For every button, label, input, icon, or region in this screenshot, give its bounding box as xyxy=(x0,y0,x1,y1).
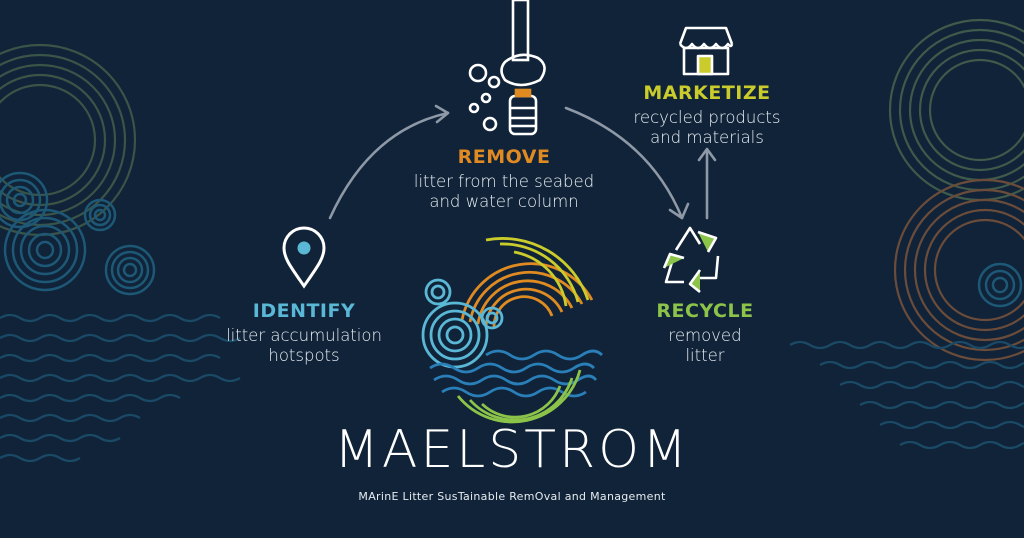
left-waves-decoration xyxy=(0,313,241,463)
arrow-remove-to-recycle-head xyxy=(668,202,690,220)
step-remove: REMOVE litter from the seabed and water … xyxy=(388,146,620,212)
maelstrom-logo xyxy=(421,237,603,424)
step-identify-line-2: hotspots xyxy=(268,346,340,365)
arrow-remove-to-recycle xyxy=(564,106,684,220)
left-spiral-decoration xyxy=(0,171,156,296)
step-recycle-line-1: removed xyxy=(668,326,742,345)
arrow-recycle-to-marketize-head xyxy=(697,147,717,162)
recycle-icon xyxy=(662,226,720,294)
flow-arrows xyxy=(328,104,717,220)
step-remove-line-2: and water column xyxy=(429,192,579,211)
step-remove-line-1: litter from the seabed xyxy=(413,172,595,191)
underwater-pickup-icon xyxy=(468,0,546,136)
arrow-identify-to-remove xyxy=(328,111,450,220)
brand-name: MAELSTROM xyxy=(334,420,690,480)
right-spiral-decoration xyxy=(977,262,1023,308)
step-recycle-title: RECYCLE xyxy=(656,300,754,322)
right-waves-decoration xyxy=(789,340,1024,450)
right-arcs-decoration xyxy=(888,18,1024,202)
right-orange-arcs-decoration xyxy=(893,178,1024,362)
step-identify-title: IDENTIFY xyxy=(252,300,356,322)
step-identify-line-1: litter accumulation xyxy=(226,326,382,345)
step-marketize-title: MARKETIZE xyxy=(643,82,771,104)
step-marketize-line-2: and materials xyxy=(650,128,764,147)
brand-tagline: MArinE Litter SusTainable RemOval and Ma… xyxy=(358,490,666,503)
step-marketize: MARKETIZE recycled products and material… xyxy=(612,82,802,148)
arrow-identify-to-remove-head xyxy=(434,104,450,124)
step-marketize-line-1: recycled products xyxy=(633,108,781,127)
shop-icon xyxy=(678,26,734,76)
step-recycle-line-2: litter xyxy=(685,346,725,365)
step-recycle: RECYCLE removed litter xyxy=(620,300,790,366)
location-pin-icon xyxy=(282,226,326,289)
step-identify: IDENTIFY litter accumulation hotspots xyxy=(198,300,410,366)
step-remove-title: REMOVE xyxy=(457,146,551,168)
